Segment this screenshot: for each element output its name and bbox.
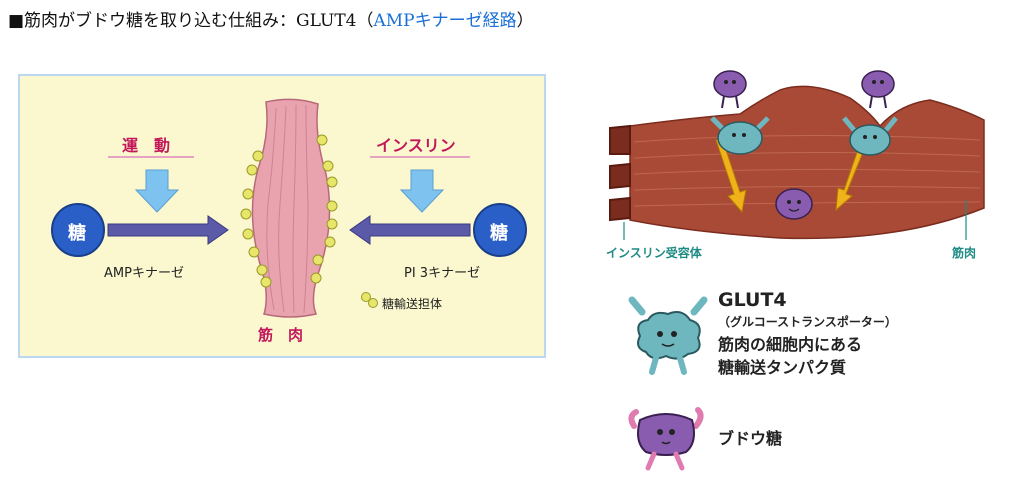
exercise-underline xyxy=(108,156,194,158)
left-diagram-panel: 運 動 インスリン xyxy=(18,74,546,358)
insulin-down-arrow xyxy=(399,169,445,213)
glut4-character-icon xyxy=(842,116,898,156)
exercise-label: 運 動 xyxy=(122,136,171,155)
amp-arrow xyxy=(107,215,229,245)
page-title: ■筋肉がブドウ糖を取り込む仕組み：GLUT4（AMPキナーゼ経路） xyxy=(8,6,534,31)
glut4-character-icon xyxy=(710,116,770,155)
muscle-label-left: 筋 肉 xyxy=(258,326,304,344)
transporter-dots xyxy=(240,134,338,288)
glut4-legend-icon xyxy=(628,296,708,375)
glucose-legend-label: ブドウ糖 xyxy=(718,429,783,448)
exercise-down-arrow xyxy=(134,169,180,213)
glucose-character-icon xyxy=(861,70,895,109)
glut4-legend-description: 筋肉の細胞内にある 糖輸送タンパク質 xyxy=(718,333,958,379)
left-diagram-graphic xyxy=(51,98,527,318)
amp-kinase-link[interactable]: AMPキナーゼ経路 xyxy=(373,11,517,31)
transporter-dot-icon xyxy=(361,292,371,302)
glucose-character-icon xyxy=(775,188,813,220)
muscle-band xyxy=(629,85,985,240)
glut4-legend-title: GLUT4 xyxy=(718,289,787,311)
insulin-receptor-shapes xyxy=(609,124,631,222)
insulin-label: インスリン xyxy=(376,136,456,155)
glucose-legend-icon xyxy=(628,407,704,471)
insulin-receptor-label: インスリン受容体 xyxy=(606,246,702,260)
sugar-label-left: 糖 xyxy=(68,223,86,244)
sugar-label-right: 糖 xyxy=(490,223,508,244)
glut4-desc-line1: 筋肉の細胞内にある xyxy=(718,335,863,354)
glut4-desc-line2: 糖輸送タンパク質 xyxy=(718,358,847,377)
muscle-label-right: 筋肉 xyxy=(952,246,977,260)
transporter-label: 糖輸送担体 xyxy=(382,297,443,311)
muscle-fiber-shape xyxy=(251,98,331,318)
title-suffix: ） xyxy=(516,11,534,31)
amp-kinase-label: AMPキナーゼ xyxy=(104,266,184,281)
glut4-legend-subtitle: （グルコーストランスポーター） xyxy=(718,315,897,329)
right-diagram-graphic xyxy=(609,70,985,240)
glucose-arrow-left xyxy=(715,137,747,214)
insulin-underline xyxy=(370,156,470,158)
sugar-circle-icon xyxy=(473,203,527,257)
title-prefix: ■筋肉がブドウ糖を取り込む仕組み：GLUT4（ xyxy=(8,11,374,31)
sugar-circle-icon xyxy=(51,203,105,257)
pi3-arrow xyxy=(349,215,471,245)
glucose-character-icon xyxy=(713,70,747,109)
pi3-kinase-label: PI 3キナーゼ xyxy=(404,266,481,281)
